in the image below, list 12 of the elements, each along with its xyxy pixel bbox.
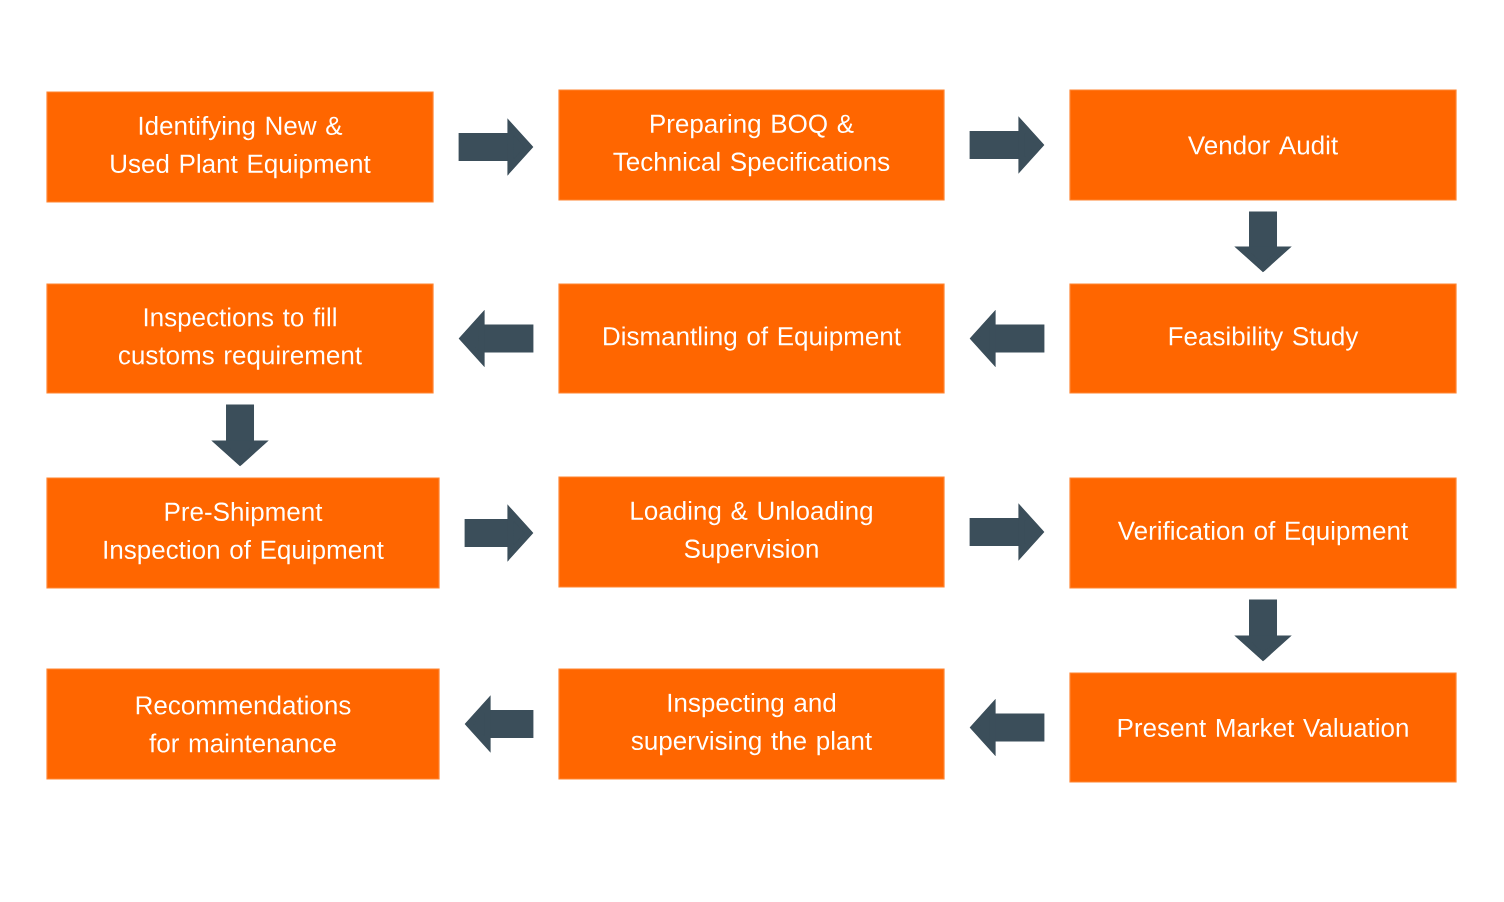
process-box: Verification of Equipment (1069, 477, 1457, 589)
process-box: Vendor Audit (1069, 89, 1457, 201)
process-box: Inspecting and supervising the plant (558, 668, 945, 780)
process-box: Loading & Unloading Supervision (558, 476, 945, 588)
process-box: Dismantling of Equipment (558, 283, 945, 394)
process-box: Present Market Valuation (1069, 672, 1457, 783)
process-box: Feasibility Study (1069, 283, 1457, 394)
process-box: Preparing BOQ & Technical Specifications (558, 89, 945, 201)
process-box: Identifying New & Used Plant Equipment (46, 91, 434, 203)
process-box: Pre-Shipment Inspection of Equipment (46, 477, 440, 589)
process-box: Inspections to fill customs requirement (46, 283, 434, 394)
process-box: Recommendations for maintenance (46, 668, 440, 780)
